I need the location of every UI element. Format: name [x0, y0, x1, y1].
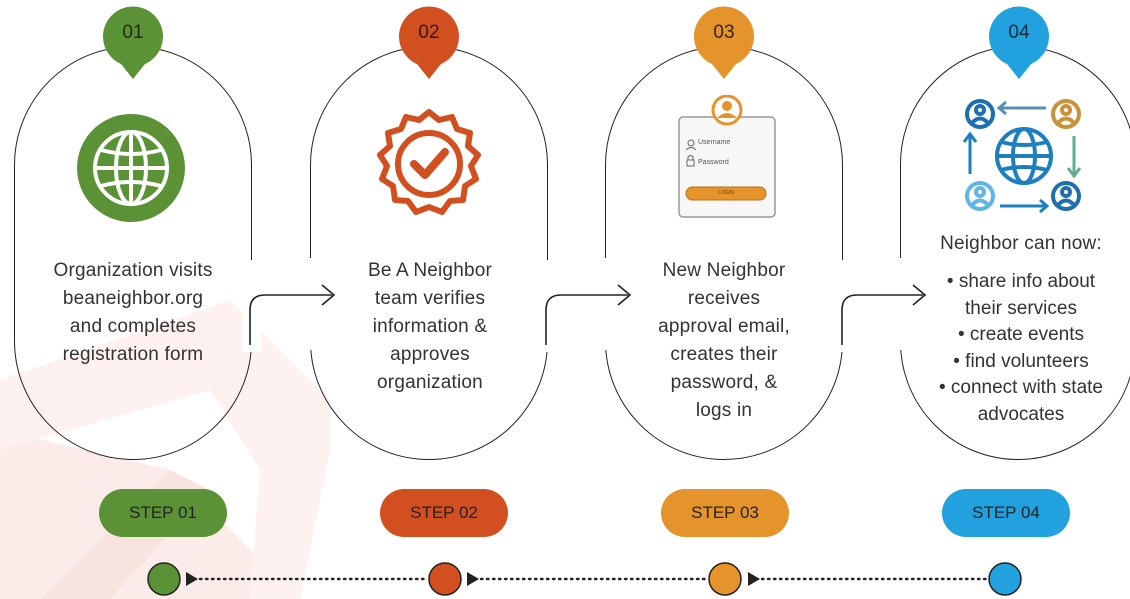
- badge-04-number: 04: [1008, 22, 1030, 43]
- login-form-icon: Username Password LOGIN: [676, 95, 778, 220]
- timeline: [147, 562, 1022, 596]
- bullet-item: • create events: [958, 324, 1084, 345]
- login-username-label: Username: [698, 139, 731, 146]
- bullet-item: • connect with state: [938, 377, 1103, 398]
- step-03-button: STEP 03: [661, 489, 789, 537]
- step-04-heading: Neighbor can now:: [940, 233, 1102, 254]
- step-02-button: STEP 02: [380, 489, 508, 537]
- step-01-button: STEP 01: [99, 489, 227, 537]
- timeline-dot-3: [708, 562, 742, 596]
- badge-03-number: 03: [713, 22, 735, 43]
- badge-01-number: 01: [122, 22, 144, 43]
- network-globe-icon: [962, 99, 1082, 214]
- bullet-item: their services: [965, 297, 1077, 319]
- bullet-item: • share info about: [946, 271, 1096, 292]
- step-01-description: Organization visits beaneighbor.org and …: [53, 260, 213, 365]
- step-04-button: STEP 04: [942, 489, 1070, 537]
- step-02-description: Be A Neighbor team verifies information …: [367, 260, 493, 393]
- login-password-label: Password: [698, 159, 729, 166]
- globe-icon: [77, 114, 185, 222]
- step-04-bullets: • share info about their services • crea…: [912, 269, 1130, 428]
- verified-badge-icon: [377, 109, 481, 215]
- badge-02-number: 02: [418, 22, 440, 43]
- bullet-item: • find volunteers: [953, 350, 1089, 372]
- login-button: LOGIN: [718, 190, 734, 196]
- timeline-dot-1: [147, 562, 181, 596]
- step-01-outline: [14, 46, 252, 460]
- step-03-description: New Neighbor receives approval email, cr…: [658, 260, 790, 421]
- bullet-item: advocates: [977, 403, 1065, 425]
- timeline-dot-2: [428, 562, 462, 596]
- timeline-dot-4: [988, 562, 1022, 596]
